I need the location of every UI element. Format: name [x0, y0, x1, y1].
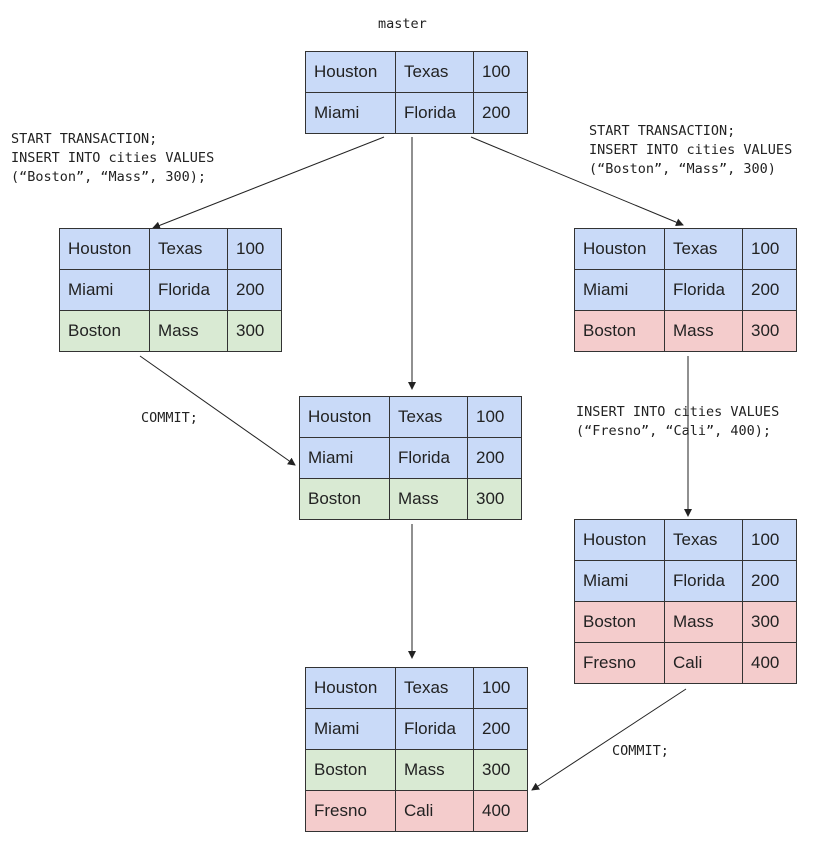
value-cell: 100: [473, 51, 528, 93]
city-cell: Boston: [574, 310, 665, 352]
state-cell: Florida: [395, 92, 474, 134]
state-cell: Texas: [395, 51, 474, 93]
value-cell: 200: [467, 437, 522, 479]
city-cell: Miami: [299, 437, 390, 479]
value-cell: 200: [227, 269, 282, 311]
state-cell: Cali: [664, 642, 743, 684]
value-cell: 100: [473, 667, 528, 709]
state-cell: Texas: [664, 519, 743, 561]
city-cell: Miami: [59, 269, 150, 311]
left-transaction-sql: START TRANSACTION; INSERT INTO cities VA…: [11, 131, 215, 185]
state-cell: Florida: [389, 437, 468, 479]
arrow-master-to-right: [470, 136, 684, 227]
right-commit-label: COMMIT;: [612, 743, 669, 759]
state-cell: Texas: [664, 228, 743, 270]
value-cell: 100: [742, 228, 797, 270]
value-cell: 200: [473, 708, 528, 750]
city-cell: Houston: [305, 51, 396, 93]
state-cell: Mass: [395, 749, 474, 791]
city-cell: Houston: [305, 667, 396, 709]
city-cell: Boston: [299, 478, 390, 520]
arrow-right-commit: [531, 688, 687, 791]
city-cell: Boston: [59, 310, 150, 352]
master-label: master: [378, 16, 427, 32]
value-cell: 300: [227, 310, 282, 352]
state-cell: Florida: [395, 708, 474, 750]
state-cell: Florida: [664, 269, 743, 311]
right-transaction-sql: START TRANSACTION; INSERT INTO cities VA…: [589, 123, 793, 177]
city-cell: Fresno: [574, 642, 665, 684]
city-cell: Houston: [574, 519, 665, 561]
value-cell: 200: [742, 560, 797, 602]
city-cell: Miami: [574, 269, 665, 311]
state-cell: Florida: [664, 560, 743, 602]
state-cell: Texas: [389, 396, 468, 438]
state-cell: Mass: [664, 601, 743, 643]
state-cell: Cali: [395, 790, 474, 832]
value-cell: 400: [473, 790, 528, 832]
city-cell: Miami: [574, 560, 665, 602]
city-cell: Miami: [305, 92, 396, 134]
value-cell: 200: [742, 269, 797, 311]
value-cell: 400: [742, 642, 797, 684]
city-cell: Houston: [59, 228, 150, 270]
value-cell: 100: [227, 228, 282, 270]
city-cell: Boston: [305, 749, 396, 791]
city-cell: Miami: [305, 708, 396, 750]
state-cell: Texas: [395, 667, 474, 709]
value-cell: 200: [473, 92, 528, 134]
city-cell: Houston: [299, 396, 390, 438]
state-cell: Mass: [664, 310, 743, 352]
value-cell: 100: [742, 519, 797, 561]
state-cell: Mass: [149, 310, 228, 352]
state-cell: Texas: [149, 228, 228, 270]
state-cell: Florida: [149, 269, 228, 311]
right-insert-sql: INSERT INTO cities VALUES (“Fresno”, “Ca…: [576, 404, 780, 439]
value-cell: 300: [742, 310, 797, 352]
city-cell: Boston: [574, 601, 665, 643]
city-cell: Houston: [574, 228, 665, 270]
state-cell: Mass: [389, 478, 468, 520]
arrow-left-commit: [139, 355, 296, 466]
value-cell: 300: [467, 478, 522, 520]
arrow-master-to-left: [152, 136, 385, 230]
value-cell: 300: [742, 601, 797, 643]
left-commit-label: COMMIT;: [141, 410, 198, 426]
value-cell: 300: [473, 749, 528, 791]
value-cell: 100: [467, 396, 522, 438]
city-cell: Fresno: [305, 790, 396, 832]
